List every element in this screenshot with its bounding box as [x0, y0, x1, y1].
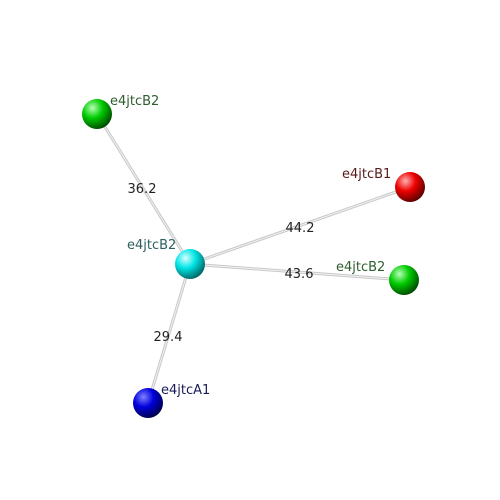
edge-label-center-blue: 29.4 — [154, 330, 183, 345]
node-label-red: e4jtcB1 — [342, 167, 391, 182]
node-label-right: e4jtcB2 — [336, 260, 385, 275]
node-right-green[interactable] — [389, 265, 419, 295]
node-label-top: e4jtcB2 — [110, 94, 159, 109]
node-top-green[interactable] — [82, 99, 112, 129]
edge-label-center-top: 36.2 — [128, 182, 157, 197]
edge-center-top — [95, 113, 192, 265]
node-blue[interactable] — [133, 388, 163, 418]
node-red[interactable] — [395, 172, 425, 202]
edge-center-right — [189, 262, 405, 282]
edge-center-red — [189, 185, 411, 266]
node-label-blue: e4jtcA1 — [161, 383, 210, 398]
node-label-center: e4jtcB2 — [127, 238, 176, 253]
edge-label-center-right: 43.6 — [285, 267, 314, 282]
edge-center-blue — [146, 263, 192, 404]
node-center-cyan[interactable] — [175, 249, 205, 279]
edge-label-center-red: 44.2 — [286, 221, 315, 236]
